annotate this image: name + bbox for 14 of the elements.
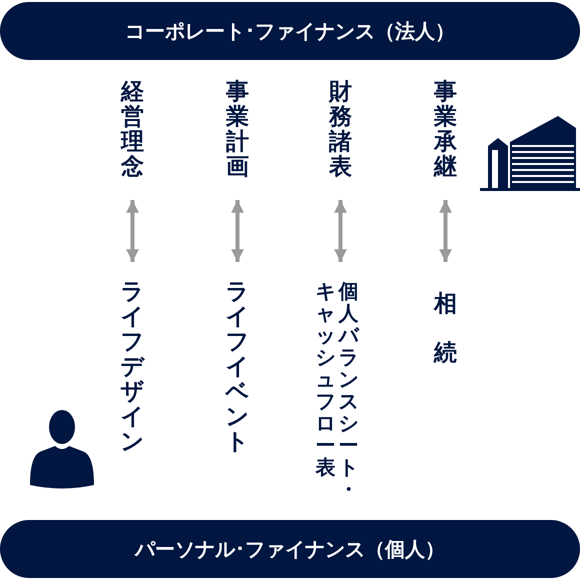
- topic-label: 財務諸表: [328, 80, 353, 180]
- double-arrow: [126, 200, 139, 262]
- double-arrow: [334, 200, 347, 262]
- double-arrow: [231, 200, 244, 262]
- topic-label: 経営理念: [120, 80, 145, 180]
- topic-label: 事業承継: [433, 80, 458, 180]
- topic-label: 事業計画: [225, 80, 250, 180]
- topic-label: 相続: [433, 280, 458, 378]
- topic-label: ライフイベント: [225, 280, 250, 455]
- topic-label: 個人バランスシート・キャッシュフロー表: [314, 280, 360, 502]
- banner: コーポレート･ファイナンス（法人）: [0, 2, 580, 60]
- banner: パーソナル･ファイナンス（個人）: [0, 520, 580, 578]
- double-arrow: [439, 200, 452, 262]
- topic-label: ライフデザイン: [120, 280, 145, 455]
